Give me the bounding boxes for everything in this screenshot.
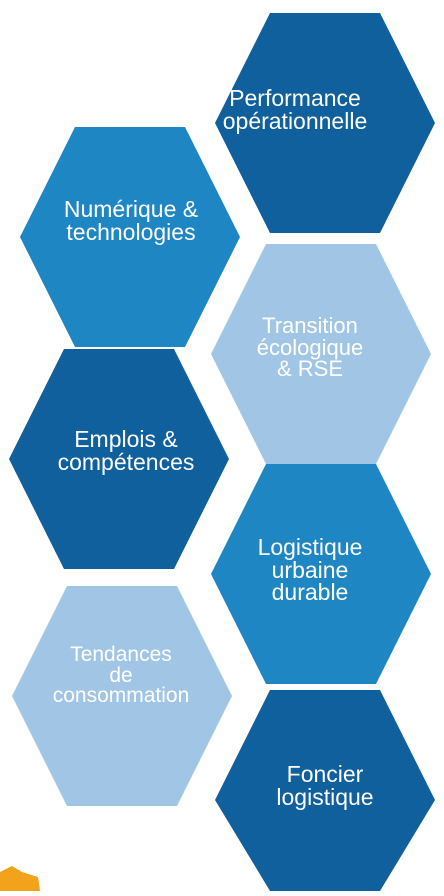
hex-label-tendances: Tendances de consommation xyxy=(52,643,190,708)
hexagon-foncier xyxy=(215,690,435,891)
hexagon-logistique-urbaine xyxy=(211,464,431,684)
hexagon-tendances xyxy=(12,586,232,806)
hex-label-transition: Transition écologique & RSE xyxy=(256,313,364,382)
hexagon-numerique xyxy=(20,127,240,347)
hex-label-numerique: Numérique & technologies xyxy=(63,196,199,245)
hex-label-emplois: Emplois & compétences xyxy=(57,426,195,475)
hexagon-performance xyxy=(215,13,435,233)
hex-label-foncier: Foncier logistique xyxy=(276,761,374,810)
hexagon-transition xyxy=(211,244,431,464)
corner-accent-shape xyxy=(0,866,40,891)
hex-label-performance: Performance opérationnelle xyxy=(222,85,368,134)
hexagon-emplois xyxy=(9,349,229,569)
hex-label-logistique-urbaine: Logistique urbaine durable xyxy=(257,534,363,606)
